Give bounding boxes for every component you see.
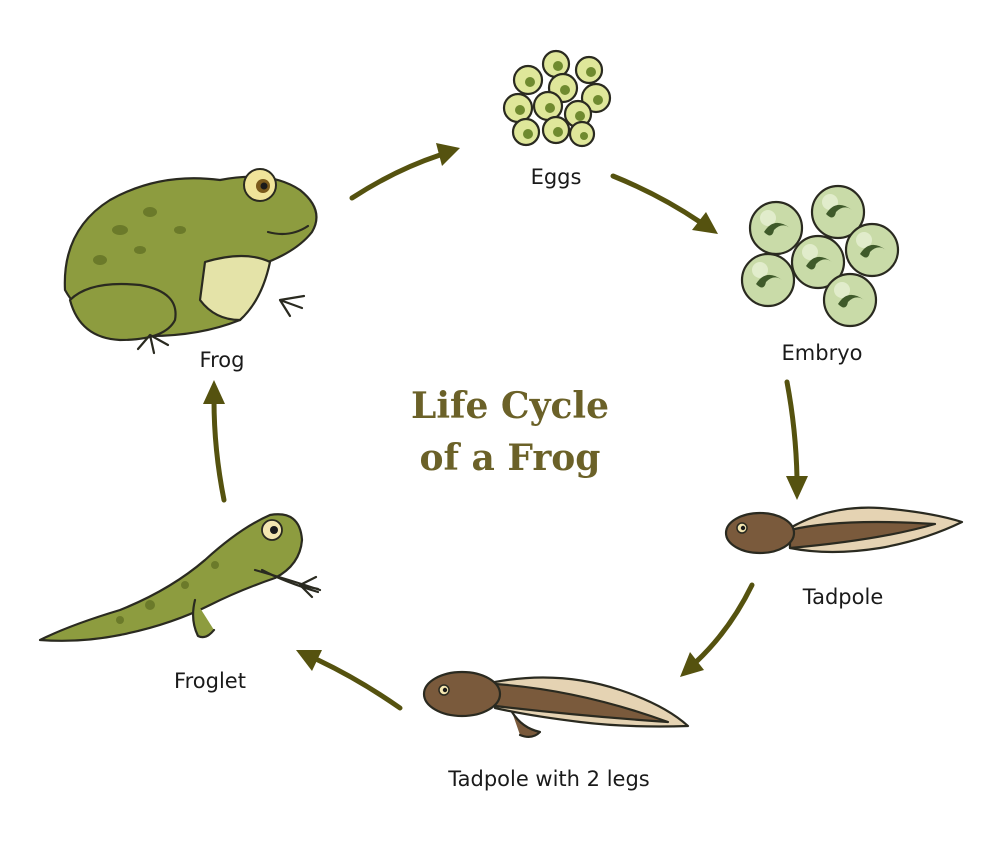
diagram-title: Life Cycle of a Frog	[411, 385, 609, 479]
frog-label: Frog	[200, 348, 245, 372]
froglet-stage: Froglet	[38, 513, 322, 693]
arrow-tadpole-to-tadpole-legs	[680, 582, 755, 677]
froglet-label: Froglet	[174, 669, 246, 693]
tadpole-label: Tadpole	[802, 585, 883, 609]
arrow-frog-to-eggs	[349, 143, 460, 201]
eggs-label: Eggs	[531, 165, 582, 189]
arrow-tadpole-legs-to-froglet	[296, 650, 403, 711]
embryo-label: Embryo	[782, 341, 863, 365]
title-line-2: of a Frog	[420, 437, 601, 479]
tadpole-illustration	[724, 506, 964, 555]
tadpole-stage: Tadpole	[724, 506, 964, 609]
arrow-eggs-to-embryo	[610, 173, 718, 234]
embryo-cluster-illustration	[740, 184, 900, 328]
frog-stage: Frog	[63, 168, 318, 372]
froglet-illustration	[38, 513, 322, 642]
tadpole-legs-label: Tadpole with 2 legs	[447, 767, 649, 791]
title-line-1: Life Cycle	[411, 385, 609, 427]
tadpole-legs-stage: Tadpole with 2 legs	[422, 670, 690, 791]
cycle-arrows	[203, 143, 808, 711]
embryo-stage: Embryo	[740, 184, 900, 365]
arrow-froglet-to-frog	[203, 380, 227, 503]
tadpole-legs-illustration	[422, 670, 690, 739]
arrow-embryo-to-tadpole	[784, 379, 808, 500]
eggs-nuclei	[515, 61, 603, 140]
eggs-stage: Eggs	[502, 49, 612, 189]
frog-illustration	[63, 168, 318, 355]
